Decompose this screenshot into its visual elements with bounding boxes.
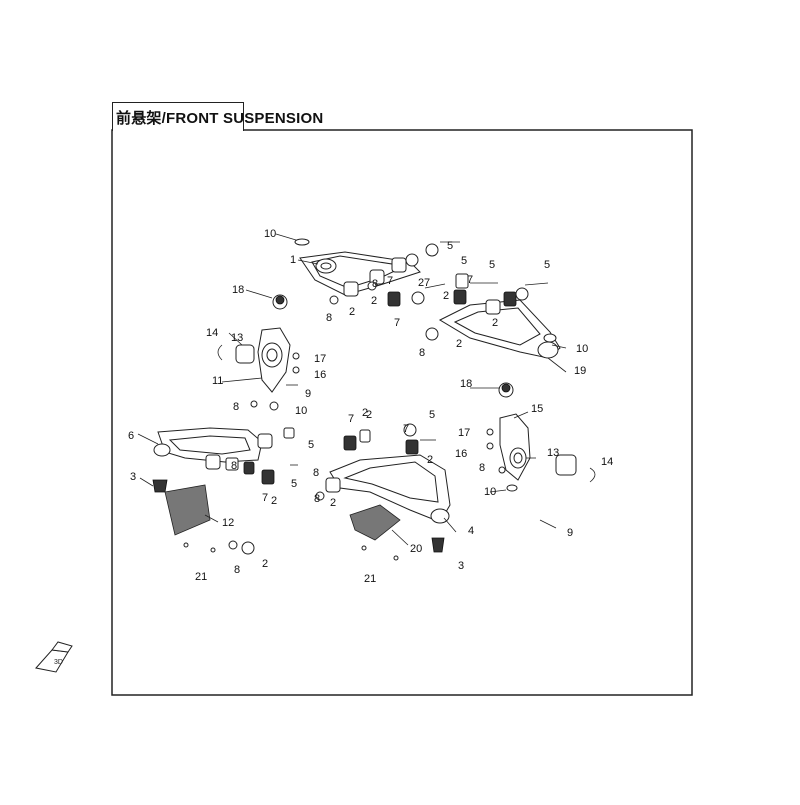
upper-callout-5: 5 [544, 259, 550, 271]
upper-callout-2: 2 [418, 277, 424, 289]
lower-callout-8: 8 [314, 493, 320, 505]
upper-callout-18: 18 [232, 284, 244, 296]
lower-callout-7: 7 [348, 413, 354, 425]
lower-callout-20: 20 [410, 543, 422, 555]
title-tab [112, 102, 244, 131]
upper-callout-1: 1 [290, 254, 296, 266]
upper-callout-2: 2 [349, 306, 355, 318]
left-ball-joint [275, 295, 285, 305]
upper-callout-5: 5 [461, 255, 467, 267]
lower-callout-8: 8 [231, 460, 237, 472]
lower-callout-5: 5 [429, 409, 435, 421]
lower-callout-2: 2 [362, 407, 368, 419]
drawing-frame [111, 129, 693, 696]
lower-callout-21: 21 [195, 571, 207, 583]
upper-right-arm [425, 273, 561, 359]
lower-callout-8: 8 [234, 564, 240, 576]
upper-callout-8: 8 [326, 312, 332, 324]
lower-callout-5: 5 [308, 439, 314, 451]
upper-callout-7: 7 [467, 274, 473, 286]
lower-callout-12: 12 [222, 517, 234, 529]
upper-callout-5: 5 [447, 240, 453, 252]
upper-callout-2: 2 [371, 295, 377, 307]
lower-callout-9: 9 [567, 527, 573, 539]
lower-callout-5: 5 [291, 478, 297, 490]
lower-callout-17: 17 [458, 427, 470, 439]
upper-callout-9: 9 [305, 388, 311, 400]
lower-callout-4: 4 [468, 525, 474, 537]
leader-lines [137, 233, 567, 546]
lower-callout-3: 3 [130, 471, 136, 483]
upper-callout-7: 7 [424, 277, 430, 289]
upper-callout-8: 8 [419, 347, 425, 359]
upper-callout-8: 8 [372, 278, 378, 290]
lower-callout-15: 15 [531, 403, 543, 415]
upper-callout-2: 2 [443, 290, 449, 302]
upper-left-arm [294, 238, 460, 307]
svg-text:3D: 3D [54, 659, 63, 666]
lower-callout-2: 2 [366, 409, 372, 421]
upper-callout-2: 2 [492, 317, 498, 329]
upper-callout-10: 10 [295, 405, 307, 417]
lower-callout-2: 2 [427, 454, 433, 466]
upper-callout-13: 13 [231, 332, 243, 344]
upper-callout-7: 7 [394, 317, 400, 329]
upper-callout-16: 16 [314, 369, 326, 381]
upper-callout-19: 19 [574, 365, 586, 377]
lower-callout-2: 2 [271, 495, 277, 507]
lower-callout-13: 13 [547, 447, 559, 459]
lower-callout-16: 16 [455, 448, 467, 460]
upper-callout-14: 14 [206, 327, 218, 339]
left-knuckle [217, 294, 300, 411]
upper-callout-11: 11 [212, 375, 223, 387]
lower-right-arm [315, 423, 451, 561]
lower-callout-2: 2 [262, 558, 268, 570]
lower-left-arm [152, 427, 298, 555]
right-ball-joint [501, 383, 511, 393]
lower-callout-14: 14 [601, 456, 613, 468]
upper-callout-8: 8 [233, 401, 239, 413]
lower-callout-2: 2 [330, 497, 336, 509]
diagram-title: 前悬架/FRONT SUSPENSION [116, 110, 324, 127]
lower-callout-18: 18 [460, 378, 472, 390]
upper-callout-7: 7 [387, 275, 393, 287]
lower-callout-3: 3 [458, 560, 464, 572]
lower-callout-8: 8 [479, 462, 485, 474]
upper-callout-5: 5 [489, 259, 495, 271]
upper-callout-17: 17 [314, 353, 326, 365]
upper-callout-10: 10 [576, 343, 588, 355]
lower-callout-21: 21 [364, 573, 376, 585]
lower-callout-7: 7 [262, 492, 268, 504]
lower-callout-7: 7 [403, 423, 409, 435]
lower-callout-6: 6 [128, 430, 134, 442]
upper-callout-10: 10 [264, 228, 276, 240]
right-knuckle [486, 382, 596, 529]
3d-orientation-arrow-icon: 3D [35, 641, 73, 673]
lower-callout-10: 10 [484, 486, 496, 498]
lower-callout-8: 8 [313, 467, 319, 479]
upper-callout-2: 2 [456, 338, 462, 350]
